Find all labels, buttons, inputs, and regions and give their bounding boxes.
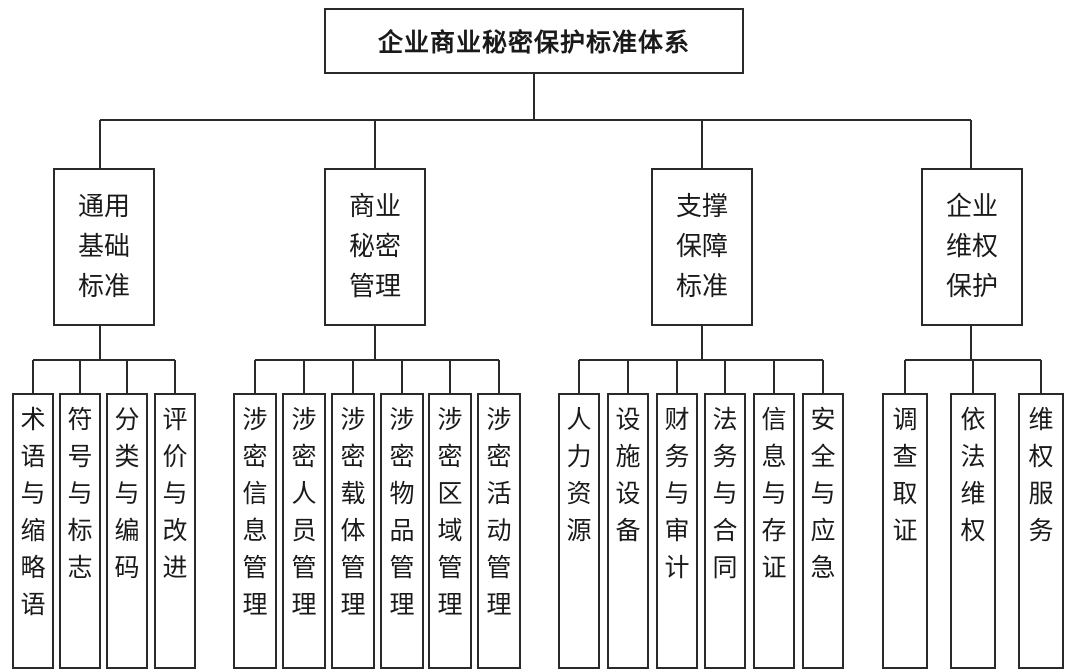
leaf-human-resources: 人力资源 — [558, 393, 600, 669]
category-enterprise-rights-protection: 企业维权保护 — [921, 168, 1023, 326]
category-support-assurance-standards: 支撑保障标准 — [651, 168, 753, 326]
leaf-label: 涉密人员管理 — [291, 405, 317, 619]
leaf-rights-services: 维权服务 — [1018, 393, 1064, 669]
leaf-label: 法务与合同 — [712, 405, 738, 582]
leaf-label: 人力资源 — [566, 405, 592, 545]
leaf-classified-activity-management: 涉密活动管理 — [477, 393, 521, 669]
category-trade-secret-management: 商业秘密管理 — [324, 168, 426, 326]
leaf-label: 分类与编码 — [114, 405, 140, 582]
leaf-label: 安全与应急 — [810, 405, 836, 582]
leaf-label: 涉密载体管理 — [340, 405, 366, 619]
leaf-classified-personnel-management: 涉密人员管理 — [282, 393, 326, 669]
leaf-label: 涉密物品管理 — [389, 405, 415, 619]
leaf-classified-info-management: 涉密信息管理 — [233, 393, 277, 669]
category-general-basic-standards: 通用基础标准 — [53, 168, 155, 326]
category-label: 商业秘密管理 — [348, 192, 401, 302]
leaf-finance-audit: 财务与审计 — [656, 393, 698, 669]
category-label: 通用基础标准 — [77, 192, 130, 302]
leaf-label: 涉密活动管理 — [486, 405, 512, 619]
leaf-label: 财务与审计 — [664, 405, 690, 582]
leaf-classified-carrier-management: 涉密载体管理 — [331, 393, 375, 669]
leaf-label: 依法维权 — [960, 405, 986, 545]
leaf-evaluation-improvement: 评价与改进 — [154, 393, 196, 669]
leaf-label: 涉密区域管理 — [437, 405, 463, 619]
leaf-label: 维权服务 — [1028, 405, 1054, 545]
leaf-symbols-marks: 符号与标志 — [59, 393, 101, 669]
leaf-investigation-evidence: 调查取证 — [882, 393, 928, 669]
leaf-label: 涉密信息管理 — [242, 405, 268, 619]
category-label: 企业维权保护 — [945, 192, 998, 302]
leaf-security-emergency: 安全与应急 — [802, 393, 844, 669]
leaf-classification-coding: 分类与编码 — [106, 393, 148, 669]
leaf-label: 术语与缩略语 — [20, 405, 46, 619]
leaf-label: 调查取证 — [892, 405, 918, 545]
leaf-label: 符号与标志 — [67, 405, 93, 582]
leaf-classified-area-management: 涉密区域管理 — [428, 393, 472, 669]
leaf-legal-rights-defense: 依法维权 — [950, 393, 996, 669]
root-title: 企业商业秘密保护标准体系 — [377, 28, 690, 57]
category-label: 支撑保障标准 — [675, 192, 728, 302]
leaf-label: 设施设备 — [615, 405, 641, 545]
leaf-label: 信息与存证 — [761, 405, 787, 582]
leaf-facilities-equipment: 设施设备 — [607, 393, 649, 669]
leaf-terms-abbreviations: 术语与缩略语 — [12, 393, 54, 669]
leaf-legal-contracts: 法务与合同 — [704, 393, 746, 669]
leaf-label: 评价与改进 — [162, 405, 188, 582]
leaf-information-evidence: 信息与存证 — [753, 393, 795, 669]
leaf-classified-items-management: 涉密物品管理 — [380, 393, 424, 669]
root-node: 企业商业秘密保护标准体系 — [324, 8, 744, 74]
